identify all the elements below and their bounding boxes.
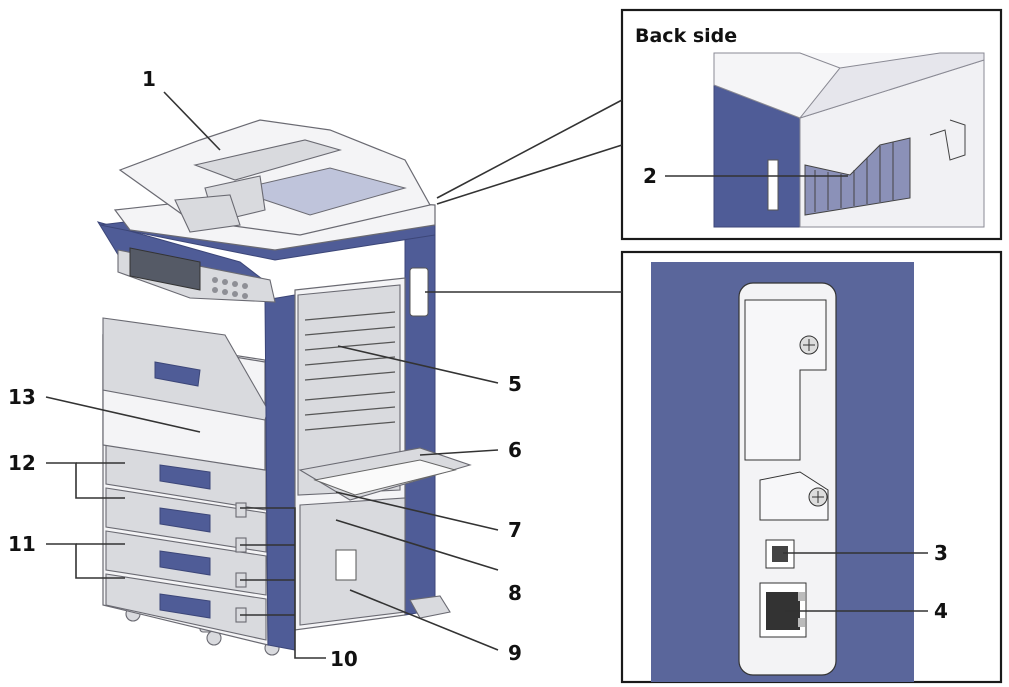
callout-13: 13	[8, 385, 36, 409]
copier-illustration	[96, 119, 472, 656]
callout-labels: 1 2 3 4 5 6 7 8 9 10 11 12 13	[8, 67, 948, 671]
callout-8: 8	[508, 581, 522, 605]
inset-connector-top-a	[436, 99, 623, 199]
leader-lines	[45, 91, 928, 659]
paper-drawers	[105, 444, 267, 641]
callout-6: 6	[508, 438, 522, 462]
callout-2: 2	[643, 164, 657, 188]
touch-screen	[129, 247, 201, 291]
inset-back-title: Back side	[635, 25, 737, 47]
callout-1: 1	[142, 67, 156, 91]
callout-7: 7	[508, 518, 522, 542]
callout-9: 9	[508, 641, 522, 665]
callout-12: 12	[8, 451, 36, 475]
inset-back-side: Back side	[620, 8, 1003, 241]
callout-3: 3	[934, 541, 948, 565]
usb-port	[765, 539, 795, 569]
exit-tray-back	[804, 137, 911, 216]
callout-4: 4	[934, 599, 948, 623]
right-side-panel	[264, 294, 296, 651]
callout-10: 10	[330, 647, 358, 671]
callout-11: 11	[8, 532, 36, 556]
inset-connector-top-b	[436, 144, 623, 205]
inset-back-frame	[620, 8, 1003, 241]
inset-ports	[620, 250, 1003, 684]
callout-5: 5	[508, 372, 522, 396]
